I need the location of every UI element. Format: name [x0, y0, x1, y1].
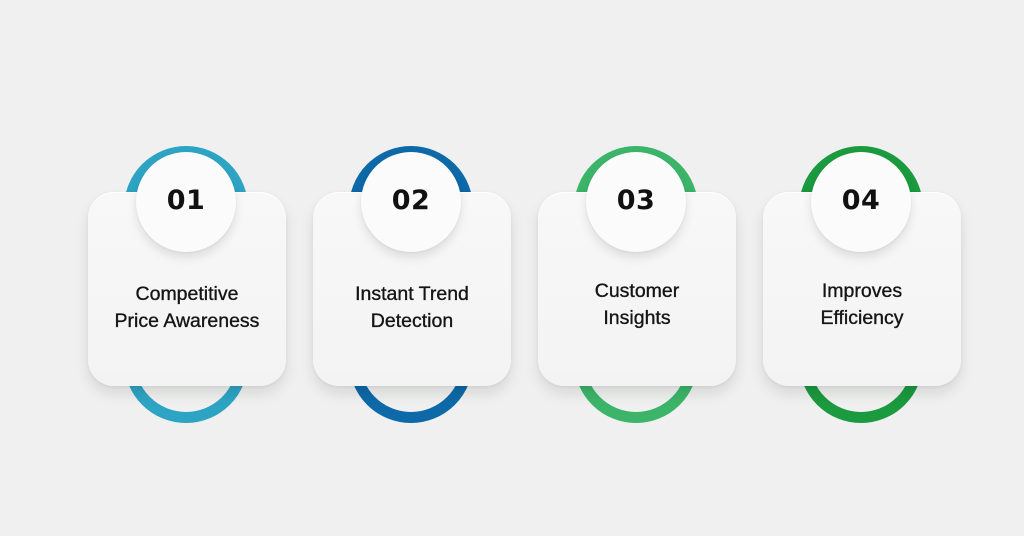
step-label: Competitive Price Awareness — [88, 281, 286, 335]
number-badge: 04 — [811, 152, 911, 252]
number-badge: 01 — [136, 152, 236, 252]
step-label-line-2: Efficiency — [820, 307, 904, 329]
step-label: Improves Efficiency — [763, 278, 961, 332]
step-3: 03 Customer Insights — [538, 0, 748, 536]
step-label-line-1: Competitive — [135, 283, 239, 305]
step-label: Customer Insights — [538, 278, 736, 332]
number-badge: 03 — [586, 152, 686, 252]
step-label: Instant Trend Detection — [313, 281, 511, 335]
step-label-line-2: Insights — [603, 307, 671, 329]
step-label-line-2: Price Awareness — [114, 310, 260, 332]
step-label-line-2: Detection — [370, 310, 454, 332]
step-label-line-1: Instant Trend — [355, 283, 469, 305]
step-2: 02 Instant Trend Detection — [313, 0, 523, 536]
step-number: 03 — [616, 184, 656, 216]
step-number: 04 — [841, 184, 881, 216]
step-1: 01 Competitive Price Awareness — [88, 0, 298, 536]
step-label-line-1: Improves — [821, 280, 903, 302]
number-badge: 02 — [361, 152, 461, 252]
step-4: 04 Improves Efficiency — [763, 0, 973, 536]
step-number: 01 — [166, 184, 206, 216]
step-label-line-1: Customer — [594, 280, 680, 302]
step-number: 02 — [391, 184, 431, 216]
